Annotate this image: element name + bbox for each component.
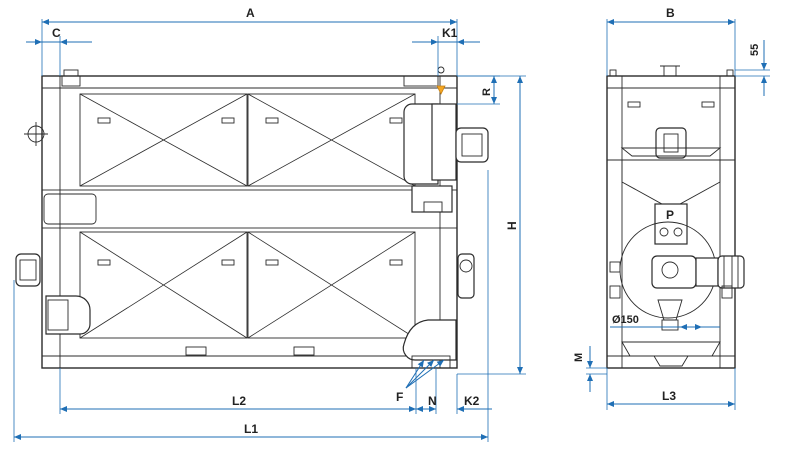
dim-label-L3: L3 — [662, 389, 676, 403]
dim-label-B: B — [666, 6, 675, 20]
dim-label-A: A — [246, 6, 255, 20]
dim-label-K1: K1 — [442, 26, 458, 40]
dim-label-H: H — [505, 221, 519, 230]
dim-label-L2: L2 — [232, 394, 246, 408]
dim-label-L1: L1 — [244, 422, 258, 436]
dim-label-K2: K2 — [464, 394, 480, 408]
bottom-left-panel — [79, 231, 248, 339]
dim-label-C: C — [52, 26, 61, 40]
dim-label-N: N — [428, 394, 437, 408]
dim-label-55: 55 — [749, 44, 761, 56]
front-dimensions: B 55 Ø150 M L3 — [573, 6, 770, 410]
left-motor-icon — [15, 253, 41, 287]
right-motor-icon — [455, 127, 489, 163]
dim-label-M: M — [573, 353, 585, 362]
right-feeder-icon — [403, 103, 439, 185]
front-gear-icon — [655, 127, 687, 159]
front-motor-icon — [651, 255, 697, 289]
side-view — [15, 66, 489, 369]
dim-label-R: R — [481, 88, 493, 96]
middle-beam — [41, 189, 458, 229]
front-view: P — [606, 65, 745, 369]
dim-label-dia150: Ø150 — [612, 314, 639, 326]
side-dimensions: A C K1 R H L2 N K2 — [13, 6, 526, 442]
marker-icon — [436, 85, 446, 95]
bottom-right-panel — [247, 231, 416, 339]
discharge-icon — [402, 319, 457, 361]
frame-outer — [41, 75, 458, 369]
label-P: P — [666, 208, 674, 222]
top-left-panel — [79, 93, 248, 187]
dim-label-F: F — [396, 390, 403, 404]
